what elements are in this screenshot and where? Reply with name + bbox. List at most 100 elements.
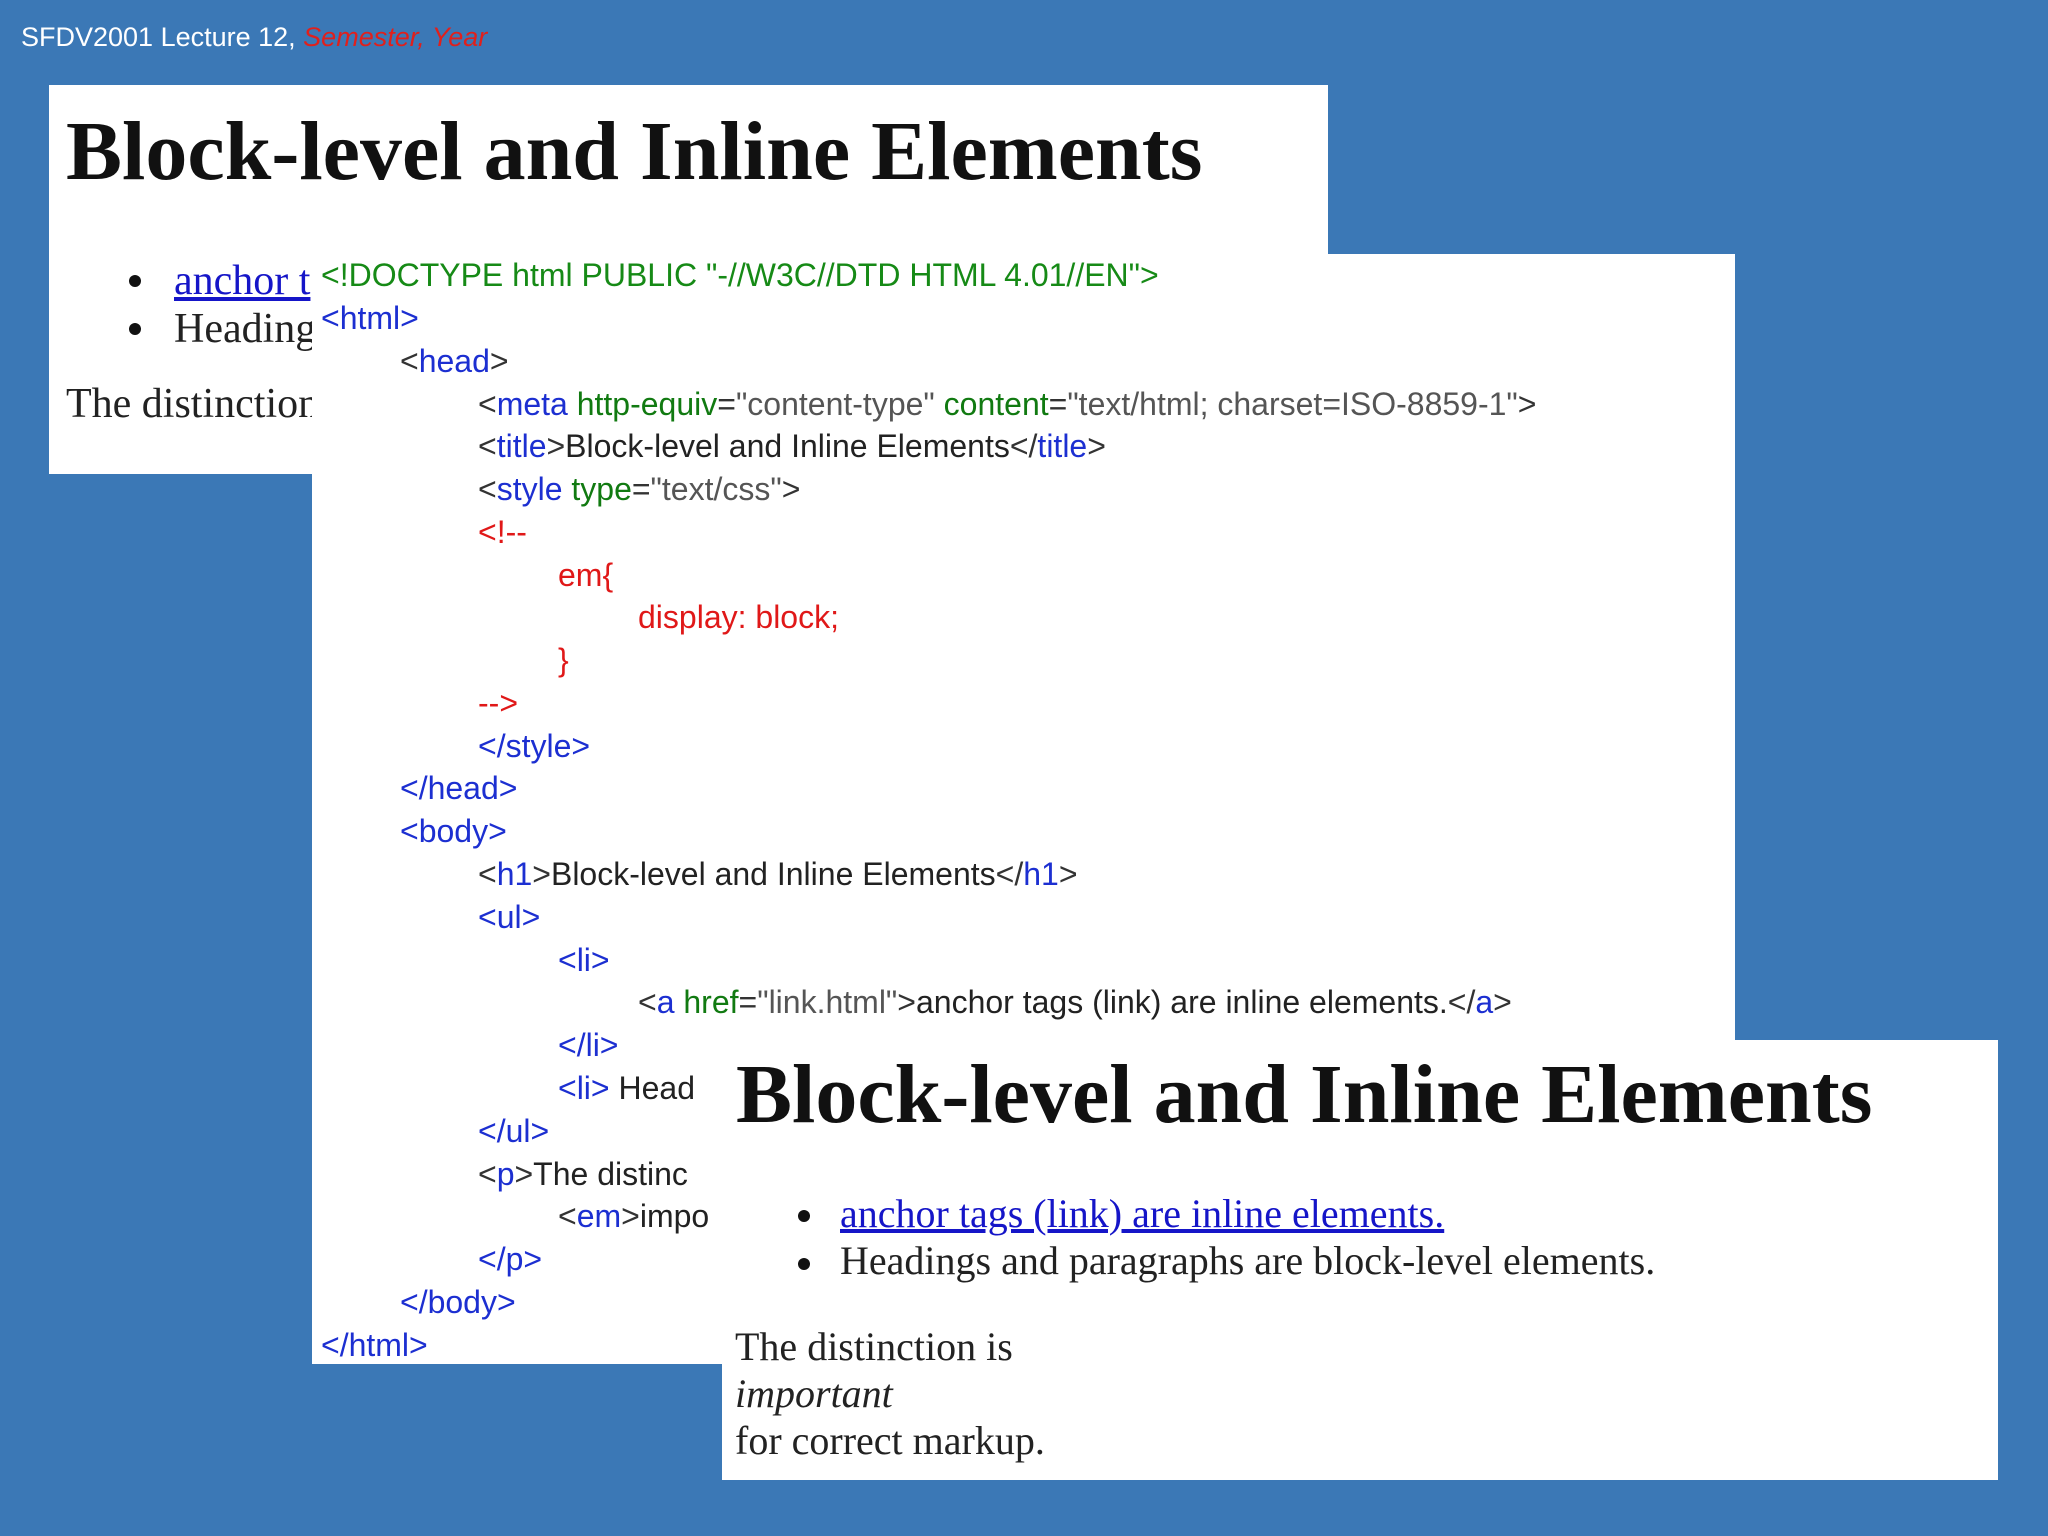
tag: <li> [558,1070,610,1106]
tag: h1 [1023,856,1059,892]
punc: < [638,984,657,1020]
val: "content-type" [735,386,935,422]
punc: = [717,386,736,422]
attr: http-equiv [567,386,718,422]
code-comment-close: --> [478,683,518,723]
back-render-link[interactable]: anchor t [174,258,311,304]
punc: < [478,428,497,464]
punc: > [1493,984,1512,1020]
tag: a [1475,984,1494,1020]
code-style-close: </style> [478,726,590,766]
back-render-heading: Block-level and Inline Elements [66,105,1203,198]
back-bullet-1 [129,275,141,287]
tag: style [496,471,563,507]
code-meta: <meta http-equiv="content-type" content=… [478,384,1536,424]
tag: title [496,428,547,464]
val: "text/html; charset=ISO-8859-1" [1067,386,1518,422]
code-css-close: } [558,640,569,680]
code-ul-open: <ul> [478,897,540,937]
code-css-selector: em{ [558,555,613,595]
punc: < [400,343,419,379]
punc: < [478,1156,497,1192]
course-label: SFDV2001 Lecture 12, [21,22,304,52]
comment: --> [478,685,518,721]
punc: > [546,428,566,464]
code-p-close: </p> [478,1239,542,1279]
attr: content [934,386,1049,422]
punc: > [489,343,509,379]
punc: > [532,856,551,892]
front-render-para-line3: for correct markup. [735,1418,1045,1463]
punc: > [621,1198,640,1234]
front-render-link[interactable]: anchor tags (link) are inline elements. [840,1191,1445,1236]
code-body-close: </body> [400,1282,516,1322]
text: Head [609,1070,695,1106]
tag: </head> [400,770,518,806]
tag: </body> [400,1284,516,1320]
tag: </style> [478,728,591,764]
punc: = [631,471,651,507]
tag: </ul> [478,1113,550,1149]
code-style-open: <style type="text/css"> [478,469,800,509]
css: em{ [558,557,614,593]
tag: meta [496,386,568,422]
code-li2: <li> Head [558,1068,695,1108]
punc: = [1048,386,1068,422]
css: display: block; [638,599,839,635]
code-head-open: <head> [400,341,509,381]
val: "link.html" [757,984,898,1020]
punc: > [1517,386,1537,422]
code-html-open: <html> [321,298,419,338]
css: } [558,642,569,678]
text: Block-level and Inline Elements [565,428,1010,464]
tag: <ul> [478,899,541,935]
front-bullet-2 [798,1258,810,1270]
val: "text/css" [650,471,782,507]
text: Block-level and Inline Elements [550,856,996,892]
text: The distinc [533,1156,688,1192]
code-head-close: </head> [400,768,517,808]
back-render-paragraph: The distinction [66,381,320,427]
tag: p [496,1156,515,1192]
attr: href [674,984,739,1020]
tag: em [576,1198,622,1234]
code-li-close: </li> [558,1025,618,1065]
tag: h1 [496,856,533,892]
punc: > [514,1156,534,1192]
code-title: <title>Block-level and Inline Elements</… [478,426,1106,466]
front-render-item2: Headings and paragraphs are block-level … [840,1238,1656,1283]
code-doctype: <!DOCTYPE html PUBLIC "-//W3C//DTD HTML … [321,255,1159,295]
slide-header: SFDV2001 Lecture 12, Semester, Year [21,22,487,53]
punc: < [478,471,497,507]
punc: < [478,386,497,422]
code-comment-open: <!-- [478,512,527,552]
text: impo [639,1198,710,1234]
front-browser-render: Block-level and Inline Elements anchor t… [722,1040,1998,1480]
front-render-para-line1: The distinction is [735,1324,1013,1369]
tag: title [1037,428,1088,464]
comment: <!-- [478,514,527,550]
punc: > [1058,856,1078,892]
semester-label: Semester, Year [303,22,488,52]
tag: </li> [558,1027,619,1063]
punc: > [897,984,916,1020]
code-p-open: <p>The distinc [478,1154,688,1194]
punc: > [781,471,801,507]
punc: < [478,856,497,892]
doctype-text: <!DOCTYPE html PUBLIC "-//W3C//DTD HTML … [321,257,1159,293]
tag: </p> [478,1241,543,1277]
code-html-close: </html> [321,1325,428,1364]
code-body-open: <body> [400,811,507,851]
back-render-item2: Heading [174,306,317,352]
code-css-rule: display: block; [638,597,839,637]
punc: > [1087,428,1106,464]
tag: <li> [558,942,610,978]
code-li-open: <li> [558,940,610,980]
code-em: <em>impo [558,1196,709,1236]
back-bullet-2 [129,323,141,335]
html-open-tag: <html> [321,300,419,336]
code-ul-close: </ul> [478,1111,549,1151]
tag: <body> [400,813,507,849]
front-render-heading: Block-level and Inline Elements [736,1048,1873,1141]
tag: a [656,984,675,1020]
